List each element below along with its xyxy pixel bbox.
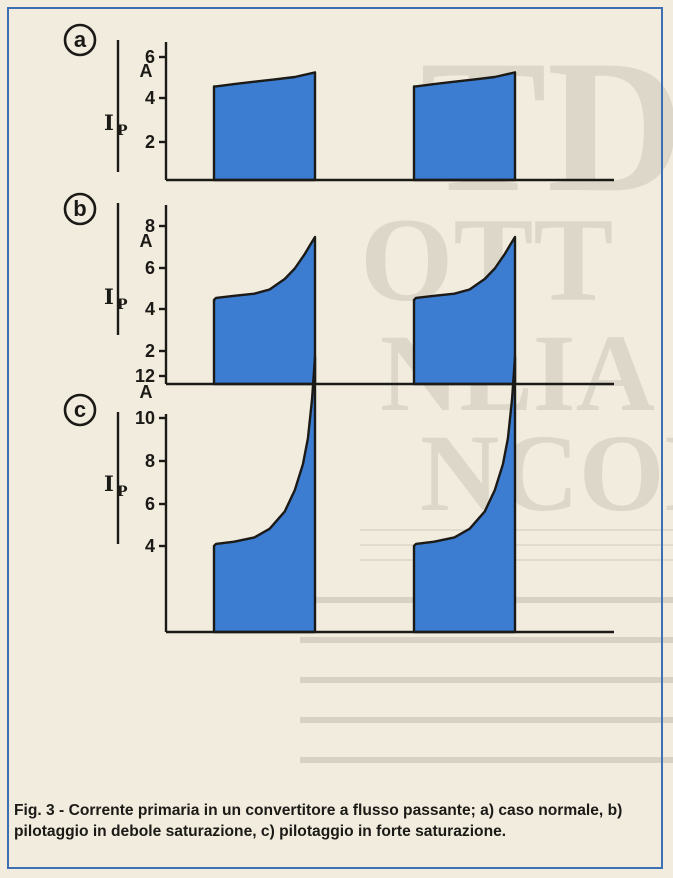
pulse-area-a-1 — [212, 71, 317, 182]
y-axis-label-subscript-c: P — [117, 484, 128, 500]
y-axis-label-subscript-b: P — [117, 297, 128, 313]
y-axis-label-b: I — [104, 284, 114, 309]
y-tick-label-b-2: 2 — [145, 341, 155, 361]
y-axis-label-c: I — [104, 471, 114, 496]
y-tick-label-b-4: 4 — [145, 299, 155, 319]
y-tick-label-c-10: 10 — [135, 408, 155, 428]
y-tick-label-c-12: 12 — [135, 366, 155, 386]
y-tick-label-b-6: 6 — [145, 258, 155, 278]
pulse-area-c-1 — [212, 355, 317, 634]
y-tick-label-a-2: 2 — [145, 132, 155, 152]
unit-label-b: A — [140, 231, 153, 251]
panel-label-circle-b — [63, 192, 97, 226]
y-tick-label-c-6: 6 — [145, 494, 155, 514]
pulse-area-b-1 — [212, 235, 317, 386]
y-tick-label-a-4: 4 — [145, 88, 155, 108]
panel-label-circle-a — [63, 23, 97, 57]
unit-label-a: A — [140, 61, 153, 81]
panel-label-b: b — [73, 196, 86, 221]
unit-label-c: A — [140, 382, 153, 402]
panel-label-c: c — [74, 397, 86, 422]
y-tick-label-b-8: 8 — [145, 216, 155, 236]
panel-label-circle-c — [63, 393, 97, 427]
y-tick-label-c-8: 8 — [145, 451, 155, 471]
figure-frame — [7, 7, 663, 869]
panel-label-a: a — [74, 27, 87, 52]
pulse-area-a-2 — [412, 71, 517, 182]
y-tick-label-c-4: 4 — [145, 536, 155, 556]
pulse-area-b-2 — [412, 235, 517, 386]
svg-text:NCONT: NCONT — [420, 412, 673, 534]
y-axis-label-a: I — [104, 110, 114, 135]
pulse-area-c-2 — [412, 355, 517, 634]
y-axis-label-subscript-a: P — [117, 123, 128, 139]
figure-caption: Fig. 3 - Corrente primaria in un convert… — [14, 802, 623, 840]
y-tick-label-a-6: 6 — [145, 47, 155, 67]
